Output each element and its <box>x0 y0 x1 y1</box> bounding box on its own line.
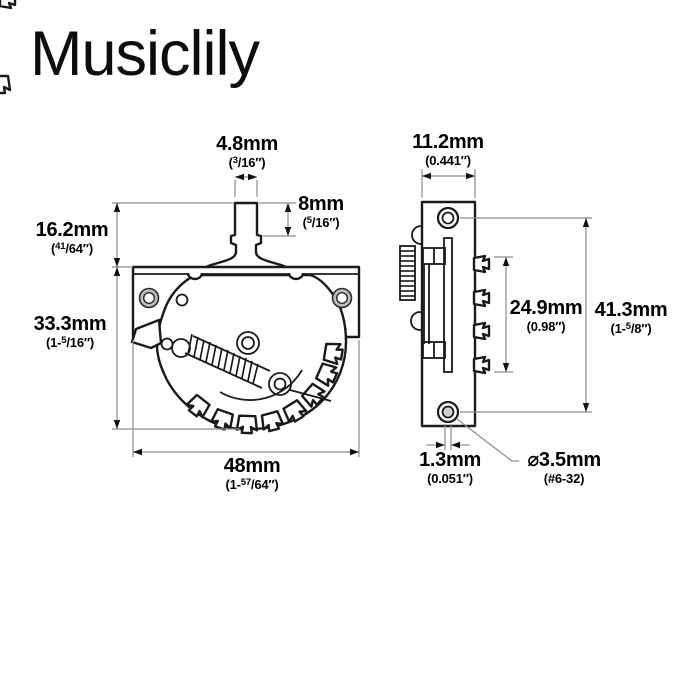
side-screw-hole-top <box>436 206 460 230</box>
lever-shaft <box>197 201 295 275</box>
dim-hole-spacing: 41.3mm (1-5/8″) <box>594 299 668 336</box>
dim-terminal-span: 24.9mm (0.98″) <box>509 297 583 334</box>
mounting-plate-side <box>420 200 477 428</box>
side-terminal-lugs <box>0 0 491 375</box>
side-spring-coil <box>399 245 416 301</box>
front-screw-hole-right <box>331 287 353 309</box>
front-view <box>0 74 361 435</box>
dim-wafer-thickness: 1.3mm (0.051″) <box>419 449 481 486</box>
dim-overall-length: 48mm (1-57/64″) <box>223 455 281 492</box>
dimension-lines <box>112 169 592 462</box>
dim-side-width: 11.2mm (0.441″) <box>412 131 484 168</box>
plate-divot-right <box>287 272 305 281</box>
dim-screw-hole-diameter: ⌀3.5mm (#6-32) <box>527 449 601 486</box>
body-rivet <box>175 293 189 307</box>
dim-lever-height: 8mm (5/16″) <box>298 193 344 230</box>
front-screw-hole-left <box>138 287 160 309</box>
wafer-assembly <box>422 237 453 373</box>
dim-body-depth: 33.3mm (1-5/16″) <box>33 313 107 350</box>
switch-body <box>155 273 348 431</box>
extension-spring <box>160 333 332 402</box>
side-view <box>0 0 491 428</box>
pivot-hub <box>236 331 260 355</box>
brand-logo: Musiclily <box>30 19 260 89</box>
spring-anchor-wedge <box>130 318 163 350</box>
dim-lever-width: 4.8mm (3/16″) <box>216 133 278 170</box>
plate-divot-left <box>186 272 204 281</box>
side-screw-hole-bottom <box>436 400 460 424</box>
front-terminal-lugs <box>0 74 345 435</box>
dim-plate-to-tip: 16.2mm (41/64″) <box>35 219 109 256</box>
rotor-arc <box>219 369 303 401</box>
